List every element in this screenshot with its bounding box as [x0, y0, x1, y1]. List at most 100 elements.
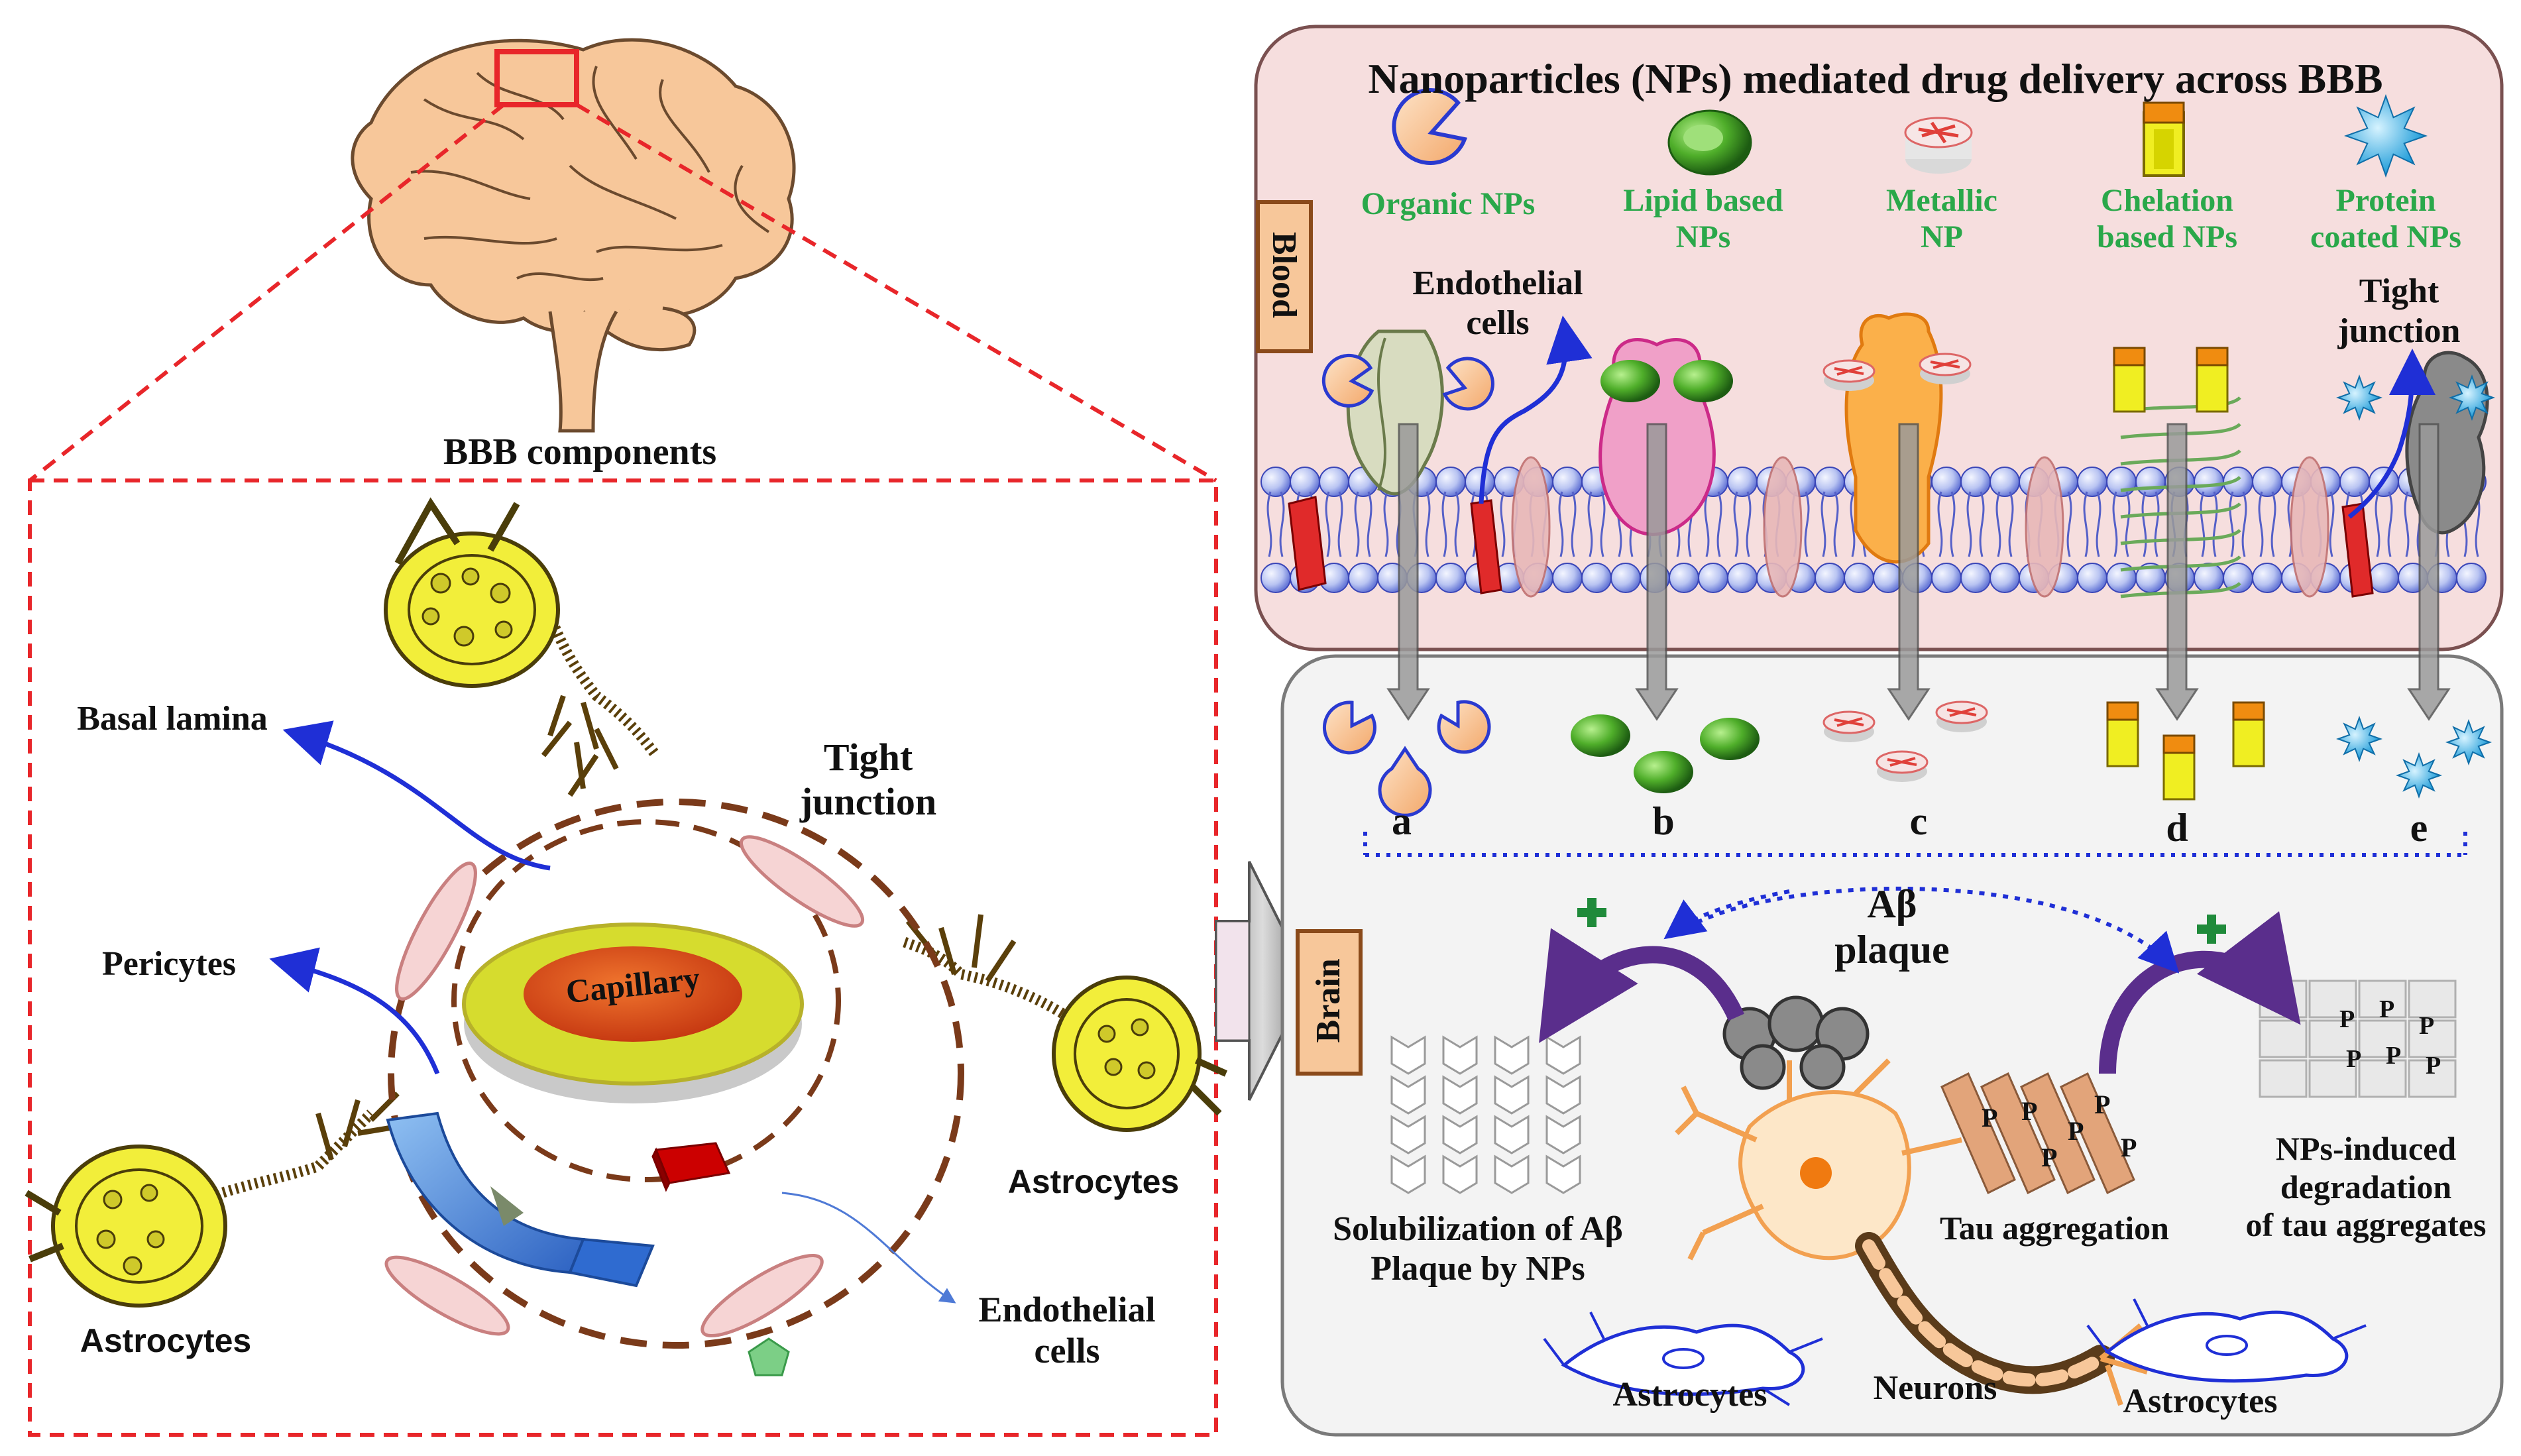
chelation-np-cap — [2113, 347, 2146, 366]
degraded-phospho-mark: P — [2346, 1045, 2361, 1073]
nps-blood-side — [1321, 347, 2495, 421]
phospholipid-head — [2456, 563, 2487, 593]
plaque-fragment — [1545, 1154, 1581, 1194]
phospholipid-head — [1319, 467, 1349, 497]
degraded-tau-block — [2408, 1019, 2457, 1058]
zoom-guides — [28, 103, 1217, 482]
phospholipid-head — [1931, 563, 1962, 593]
plaque-fragment — [1545, 1115, 1581, 1154]
astrocyte-right — [899, 914, 1228, 1132]
transport-arrow — [2155, 423, 2199, 721]
blood-tag — [1256, 200, 1313, 353]
metallic-np-mark — [1834, 366, 1864, 376]
phospholipid-head — [2194, 563, 2224, 593]
phospholipid-head — [2194, 467, 2224, 497]
phospholipid-head — [1727, 563, 1758, 593]
brain-illustration — [351, 38, 796, 433]
transport-arrows — [1386, 423, 2451, 721]
phospholipid-head — [2135, 467, 2166, 497]
phospholipid-head — [1610, 563, 1641, 593]
connector-arrow — [1215, 861, 1311, 1101]
phospholipid-head — [1727, 467, 1758, 497]
np-type-lipid: Lipid based NPs — [1623, 183, 1783, 255]
lipid-tail — [1704, 491, 1722, 557]
basal-lamina-label: Basal lamina — [77, 700, 268, 738]
route-label-c: c — [1909, 799, 1928, 843]
protein-np — [2445, 719, 2492, 765]
astrocyte-sketch-a — [1543, 1312, 1823, 1406]
degraded-tau-block — [2358, 1059, 2407, 1098]
route-label-a: a — [1392, 799, 1412, 843]
endothelial-label-right: Endothelial cells — [1412, 264, 1583, 342]
brain-tag — [1296, 929, 1363, 1076]
phospholipid-head — [2106, 467, 2137, 497]
route-label-d: d — [2166, 806, 2188, 850]
metallic-np-mark — [1946, 707, 1977, 717]
protein-np — [2336, 716, 2382, 762]
protein-np — [2336, 374, 2382, 421]
tau-aggregation-label: Tau aggregation — [1940, 1209, 2169, 1247]
astrocyte-top — [384, 497, 661, 797]
protein-np-legend — [2344, 94, 2428, 178]
solubilization-label: Solubilization of Aβ Plaque by NPs — [1333, 1210, 1623, 1288]
transport-arrow — [1887, 423, 1931, 721]
lipid-tail — [1266, 491, 1285, 557]
lipid-tail — [1354, 491, 1373, 557]
tau-phospho-mark: P — [2068, 1116, 2084, 1146]
degraded-tau-block — [2408, 980, 2457, 1019]
phospholipid-head — [2252, 563, 2282, 593]
plaque-fragment — [1442, 1075, 1478, 1115]
lipid-tail — [1441, 491, 1460, 557]
plaque-fragment — [1494, 1154, 1530, 1194]
astrocyte-sketch-b — [2086, 1298, 2367, 1383]
tau-filament — [1980, 1072, 2056, 1195]
np-legend-icons — [1392, 87, 2428, 178]
lipid-tail — [2112, 491, 2131, 557]
chelation-np-body — [2232, 713, 2265, 767]
neuron — [1675, 995, 2160, 1406]
phospholipid-head — [1435, 563, 1466, 593]
protein-np — [2449, 374, 2495, 421]
chelation-np-body — [2106, 713, 2139, 767]
phospholipid-head — [1290, 467, 1320, 497]
tau-phospho-mark: P — [2121, 1133, 2137, 1162]
phospholipid-head — [1931, 467, 1962, 497]
astrocytes-label-brain-b: Astrocytes — [2123, 1382, 2278, 1420]
degraded-tau-block — [2358, 980, 2407, 1019]
np-type-metallic: Metallic NP — [1886, 183, 1997, 255]
plaque-fragment — [1442, 1115, 1478, 1154]
phospholipid-head — [1435, 467, 1466, 497]
degraded-phospho-mark: P — [2426, 1052, 2441, 1080]
tau-phospho-mark: P — [2041, 1143, 2057, 1172]
chelation-np-cap — [2232, 701, 2265, 721]
plaque-fragment — [1545, 1035, 1581, 1075]
phospholipid-head — [1960, 467, 1991, 497]
plaque-fragment — [1442, 1154, 1478, 1194]
astrocytes-label-brain-a: Astrocytes — [1612, 1376, 1767, 1414]
phospholipid-head — [1260, 467, 1291, 497]
transport-arrow — [1635, 423, 1679, 721]
metallic-np-mark — [1887, 757, 1917, 767]
np-type-chelation: Chelation based NPs — [2096, 183, 2238, 255]
degraded-tau-block — [2358, 1019, 2407, 1058]
phospholipid-head — [1260, 563, 1291, 593]
brain-tag-label: Brain — [1310, 958, 1348, 1043]
lipid-tail — [2200, 491, 2218, 557]
tau-phospho-mark: P — [1982, 1103, 1997, 1133]
lipid-tail — [1937, 491, 1956, 557]
tau-filament — [2060, 1072, 2135, 1195]
plaque-fragment — [1390, 1115, 1426, 1154]
lipid-tail — [1558, 491, 1577, 557]
degraded-tau-block — [2308, 1019, 2357, 1058]
lipid-tail — [2141, 491, 2160, 557]
tau-degradation-label: NPs-induced degradation of tau aggregate… — [2245, 1130, 2487, 1243]
phospholipid-head — [1669, 563, 1699, 593]
np-panel-title: Nanoparticles (NPs) mediated drug delive… — [1368, 55, 2383, 102]
phospholipid-head — [1815, 467, 1845, 497]
degraded-phospho-mark: P — [2339, 1005, 2355, 1033]
lipid-tail — [1966, 491, 1985, 557]
tau-filament — [2020, 1072, 2096, 1195]
lipid-tail — [1587, 491, 1606, 557]
plaque-fragment — [1390, 1154, 1426, 1194]
